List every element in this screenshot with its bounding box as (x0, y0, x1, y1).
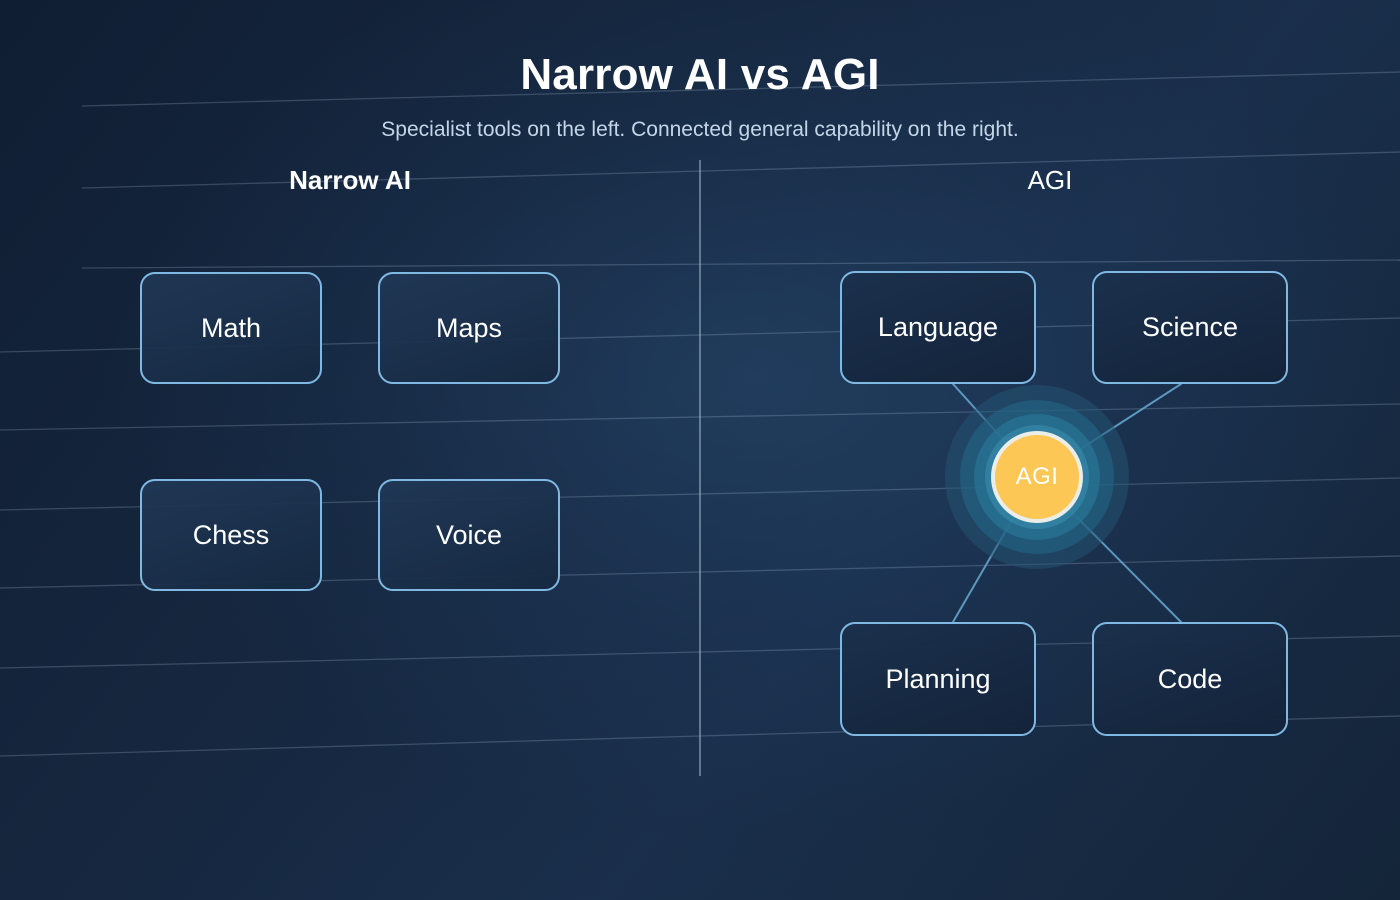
narrow-node-chess[interactable]: Chess (140, 479, 322, 591)
column-heading-agi: AGI (1027, 165, 1073, 195)
agi-node-science[interactable]: Science (1092, 271, 1288, 384)
page-subtitle: Specialist tools on the left. Connected … (381, 118, 1019, 141)
narrow-node-voice[interactable]: Voice (378, 479, 560, 591)
node-label: Language (877, 312, 999, 342)
node-label: Math (200, 312, 262, 343)
node-label: Chess (192, 519, 270, 550)
hub-core[interactable]: AGI (991, 431, 1083, 523)
column-heading-narrow-ai: Narrow AI (289, 165, 411, 195)
agi-node-code[interactable]: Code (1092, 622, 1288, 736)
node-label: Code (1157, 663, 1223, 694)
background-streak-line (81, 259, 1400, 269)
narrow-node-math[interactable]: Math (140, 272, 322, 384)
narrow-node-maps[interactable]: Maps (378, 272, 560, 384)
page-title: Narrow AI vs AGI (520, 50, 880, 99)
node-label: Voice (435, 519, 503, 550)
node-label: Science (1141, 312, 1239, 342)
node-label: Maps (435, 312, 503, 343)
agi-node-language[interactable]: Language (840, 271, 1036, 384)
background-streak-line (0, 403, 1400, 431)
agi-node-planning[interactable]: Planning (840, 622, 1036, 736)
node-label: Planning (885, 663, 991, 694)
agi-hub[interactable]: AGI (945, 385, 1129, 569)
